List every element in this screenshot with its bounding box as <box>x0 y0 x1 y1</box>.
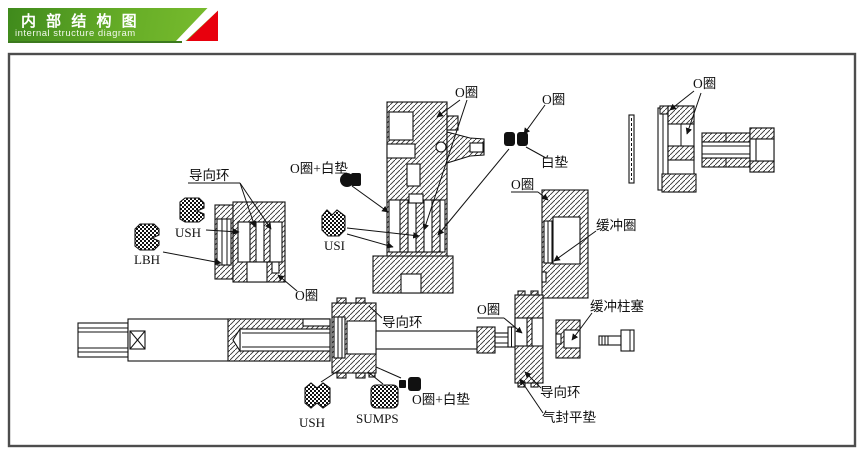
label-gas-seal-flat-washer: 气封平垫 <box>542 410 596 425</box>
rod-gland-section <box>331 297 377 379</box>
header-banner: 内 部 结 构 图 internal structure diagram <box>8 8 218 43</box>
cylinder-head-section <box>372 101 485 294</box>
label-guide-ring-piston: 导向环 <box>540 385 581 400</box>
label-oring-washer-left: O圈+白垫 <box>290 161 348 176</box>
label-oring-washer-bottom: O圈+白垫 <box>412 392 470 407</box>
label-oring-head-right: O圈 <box>542 92 565 107</box>
piston-rod-section <box>77 318 331 362</box>
label-oring-top-right: O圈 <box>693 76 716 91</box>
end-cap-section <box>541 189 589 299</box>
label-usi: USI <box>324 238 345 253</box>
label-white-washer: 白垫 <box>541 155 569 170</box>
piston-part-top-right <box>657 105 697 193</box>
label-ush-left: USH <box>175 225 201 240</box>
piston-head-section <box>507 290 544 388</box>
label-sumps: SUMPS <box>356 411 399 426</box>
sumps-seal <box>370 384 399 409</box>
label-oring-piston: O圈 <box>477 302 500 317</box>
label-ush-bottom: USH <box>299 415 325 430</box>
label-oring-gland-left: O圈 <box>295 288 318 303</box>
page-title: 内 部 结 构 图 <box>21 13 140 30</box>
oring-washer-icon-bottom <box>399 377 421 391</box>
banner-bottom-edge <box>8 41 183 43</box>
gland-sleeve-section <box>214 201 286 283</box>
cushion-rod-section <box>375 326 515 354</box>
label-lbh: LBH <box>134 252 160 267</box>
label-cushion-ring: 缓冲圈 <box>596 218 637 233</box>
bolt-part <box>598 329 635 352</box>
ush-seal-left <box>179 197 205 223</box>
label-guide-ring-rod: 导向环 <box>382 315 423 330</box>
bushing-part <box>701 127 775 173</box>
label-guide-ring-left: 导向环 <box>189 168 230 183</box>
thin-shim-part <box>628 114 635 184</box>
cushion-plunger-part <box>555 319 581 359</box>
usi-seal <box>321 209 346 237</box>
label-oring-head-top: O圈 <box>455 85 478 100</box>
label-oring-cap: O圈 <box>511 177 534 192</box>
page-subtitle: internal structure diagram <box>15 28 136 39</box>
label-cushion-plunger: 缓冲柱塞 <box>590 298 644 314</box>
leader-lines <box>162 90 702 414</box>
ush-seal-bottom <box>304 382 331 409</box>
oring-washer-icon-left <box>340 173 361 187</box>
lbh-seal <box>134 223 160 251</box>
oring-washer-icon-top <box>504 132 528 146</box>
